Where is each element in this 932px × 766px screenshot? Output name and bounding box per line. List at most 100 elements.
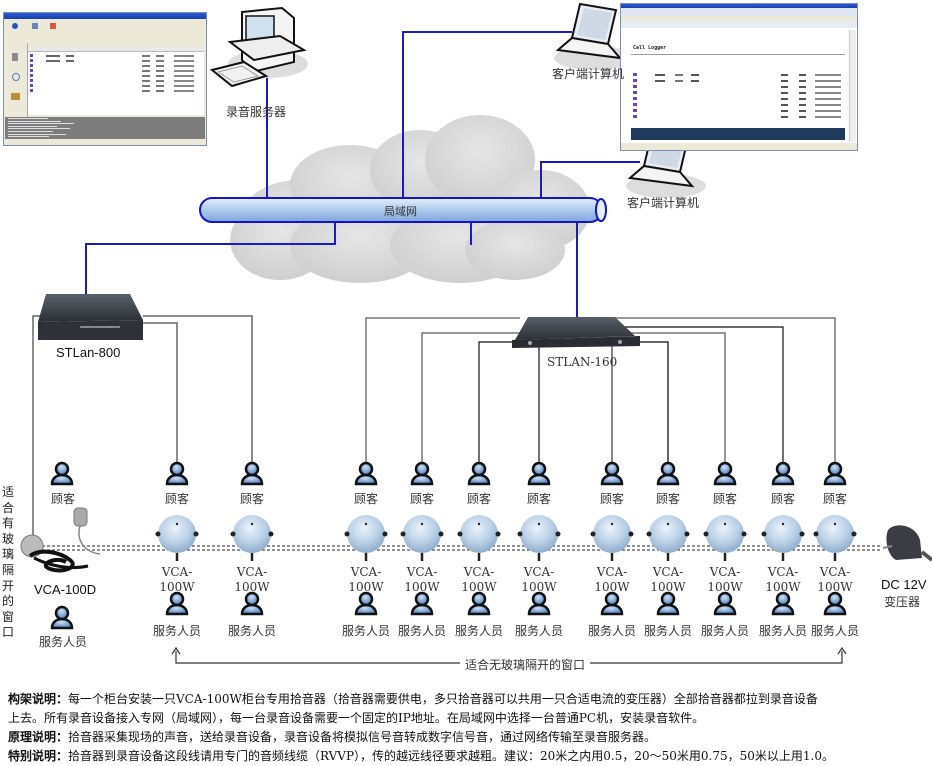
station — [457, 461, 501, 616]
search-icon — [12, 73, 20, 81]
arch-text-2: 上去。所有录音设备接入专网（局域网），每一台录音设备需要一个固定的IP地址。在局… — [8, 711, 705, 725]
arch-heading: 构架说明： — [8, 692, 69, 706]
station — [517, 461, 561, 616]
station — [155, 461, 199, 616]
station — [590, 461, 634, 616]
mic-model-label-2: 100W — [817, 580, 853, 594]
mic-model-label-1: VCA- — [236, 565, 268, 579]
lan-pipe — [199, 197, 607, 223]
mic-model-label-2: 100W — [650, 580, 686, 594]
dc-adapter-device — [882, 525, 932, 562]
staff-icon — [50, 605, 74, 630]
mic-model-label-1: VCA- — [819, 565, 851, 579]
customer-label: 顾客 — [409, 492, 434, 506]
log-line — [8, 123, 74, 125]
ie-channel-table — [631, 72, 845, 124]
ie-table-row — [631, 72, 845, 77]
ie-scrollbar[interactable] — [849, 30, 856, 142]
vca100d-device — [20, 507, 101, 573]
log-line — [8, 118, 48, 119]
customer-label: 顾客 — [770, 492, 795, 506]
staff-icon — [771, 591, 795, 616]
glass-window-label: 适合有玻璃隔开的窗口 — [1, 485, 14, 640]
staff-label: 服务人员 — [227, 624, 276, 638]
client-pc-2-label: 客户端计算机 — [627, 196, 700, 210]
staff-label: 服务人员 — [152, 624, 201, 638]
mic-model-label-1: VCA- — [709, 565, 741, 579]
customer-icon — [713, 461, 737, 486]
stlan800-wires — [32, 315, 253, 545]
server-table-header — [28, 47, 204, 52]
server-app-sidebar — [5, 43, 28, 117]
vca100w-mic-icon — [517, 515, 561, 561]
description: 构架说明：每一个柜台安装一只VCA-100W柜台专用拾音器（拾音器需要供电，多只… — [8, 690, 928, 766]
web-client-screenshot: Call Logger — [620, 3, 858, 151]
server-table-row — [30, 89, 202, 93]
staff-label: 服务人员 — [397, 624, 446, 638]
staff-label: 服务人员 — [514, 624, 563, 638]
customer-label: 顾客 — [466, 492, 491, 506]
lan-cloud — [230, 115, 590, 283]
station — [230, 461, 274, 616]
vca100w-mic-icon — [813, 515, 857, 561]
staff-label: 服务人员 — [643, 624, 692, 638]
ie-page-footer — [631, 128, 845, 140]
server-app-toolbar — [6, 23, 202, 35]
staff-icon — [410, 591, 434, 616]
arch-line-1: 构架说明：每一个柜台安装一只VCA-100W柜台专用拾音器（拾音器需要供电，多只… — [8, 690, 928, 709]
mic-model-label-1: VCA- — [652, 565, 684, 579]
customer-label-extra: 顾客 — [51, 492, 76, 506]
ie-page-title: Call Logger — [633, 45, 667, 51]
customer-label: 顾客 — [239, 492, 264, 506]
staff-icon — [656, 591, 680, 616]
mic-model-label-2: 100W — [404, 580, 440, 594]
vca100d-label: VCA-100D — [34, 582, 97, 597]
divider — [631, 54, 845, 55]
ie-table-row — [631, 96, 845, 101]
vca100w-mic-icon — [400, 515, 444, 561]
mic-model-label-1: VCA- — [463, 565, 495, 579]
no-glass-range-arrow — [171, 646, 847, 664]
mic-model-label-2: 100W — [348, 580, 384, 594]
customer-icon — [410, 461, 434, 486]
stlan160-wires — [365, 317, 836, 470]
users-icon — [11, 93, 20, 100]
mic-model-label-2: 100W — [159, 580, 195, 594]
client-pc-1-label: 客户端计算机 — [552, 67, 625, 81]
server-app-table — [28, 47, 204, 115]
server-table-row — [30, 54, 202, 58]
mic-model-label-2: 100W — [234, 580, 270, 594]
stlan800-label: STLan-800 — [56, 345, 121, 360]
customer-label: 顾客 — [822, 492, 847, 506]
mic-model-label-2: 100W — [461, 580, 497, 594]
lan-label: 局域网 — [384, 205, 417, 218]
station — [761, 461, 805, 616]
customer-icon — [600, 461, 624, 486]
customer-label: 顾客 — [712, 492, 737, 506]
staff-icon — [713, 591, 737, 616]
customer-icon — [354, 461, 378, 486]
principle-line: 原理说明：拾音器采集现场的声音，送给录音设备，录音设备将模拟信号音转成数字信号音… — [8, 728, 928, 747]
station — [813, 461, 857, 616]
station — [400, 461, 444, 616]
stations — [155, 461, 857, 616]
staff-label: 服务人员 — [341, 624, 390, 638]
customer-label: 顾客 — [599, 492, 624, 506]
staff-label: 服务人员 — [758, 624, 807, 638]
arch-line-2: 上去。所有录音设备接入专网（局域网），每一台录音设备需要一个固定的IP地址。在局… — [8, 709, 928, 728]
mic-model-label-1: VCA- — [350, 565, 382, 579]
mic-model-label-2: 100W — [765, 580, 801, 594]
server-table-row — [30, 79, 202, 83]
server-app-titlebar — [4, 13, 206, 19]
server-table-row — [30, 64, 202, 68]
special-line: 特别说明：拾音器到录音设备这段线请用专门的音频线缆（RVVP），传的越远线径要求… — [8, 747, 928, 766]
staff-icon — [823, 591, 847, 616]
server-app-screenshot — [3, 12, 207, 146]
vca100w-mic-icon — [457, 515, 501, 561]
customer-icon — [467, 461, 491, 486]
recording-server-label: 录音服务器 — [226, 105, 287, 119]
vca100w-mic-icon — [344, 515, 388, 561]
server-table-row — [30, 69, 202, 73]
principle-heading: 原理说明： — [8, 730, 69, 744]
